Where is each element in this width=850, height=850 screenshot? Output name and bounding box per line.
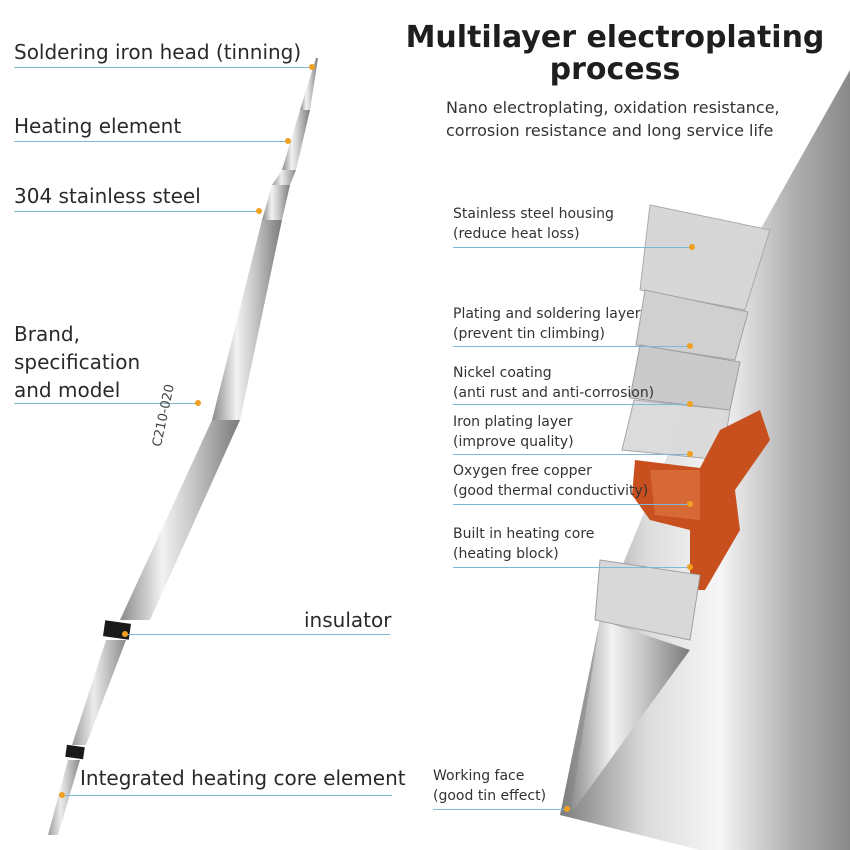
marker-dot [687, 501, 693, 507]
copper-core [632, 410, 770, 590]
page-subtitle: Nano electroplating, oxidation resistanc… [446, 98, 780, 140]
marker-dot [687, 343, 693, 349]
label-brand: Brand, specification and model [14, 322, 141, 402]
layered-tip-cutaway [560, 70, 850, 850]
label-integrated-core: Integrated heating core element [80, 766, 406, 790]
label-nickel: Nickel coating (anti rust and anti-corro… [453, 365, 655, 401]
marker-dot [309, 64, 315, 70]
label-heating-element: Heating element [14, 114, 182, 138]
label-insulator: insulator [304, 608, 392, 632]
label-iron-plating: Iron plating layer (improve quality) [453, 414, 574, 450]
label-copper: Oxygen free copper (good thermal conduct… [453, 463, 649, 499]
marker-dot [195, 400, 201, 406]
page-title: Multilayer electroplating process [405, 20, 825, 87]
marker-dot [285, 138, 291, 144]
label-working-face: Working face (good tin effect) [433, 768, 547, 804]
label-stainless-steel: 304 stainless steel [14, 184, 201, 208]
label-heating-core: Built in heating core (heating block) [453, 526, 595, 562]
marker-dot [564, 806, 570, 812]
marker-dot [689, 244, 695, 250]
label-tip-head: Soldering iron head (tinning) [14, 40, 302, 64]
marker-dot [122, 631, 128, 637]
marker-dot [687, 564, 693, 570]
tip-body [48, 58, 318, 835]
marker-dot [687, 451, 693, 457]
marker-dot [256, 208, 262, 214]
label-plating: Plating and soldering layer (prevent tin… [453, 306, 641, 342]
marker-dot [59, 792, 65, 798]
label-housing: Stainless steel housing (reduce heat los… [453, 206, 614, 242]
marker-dot [687, 401, 693, 407]
